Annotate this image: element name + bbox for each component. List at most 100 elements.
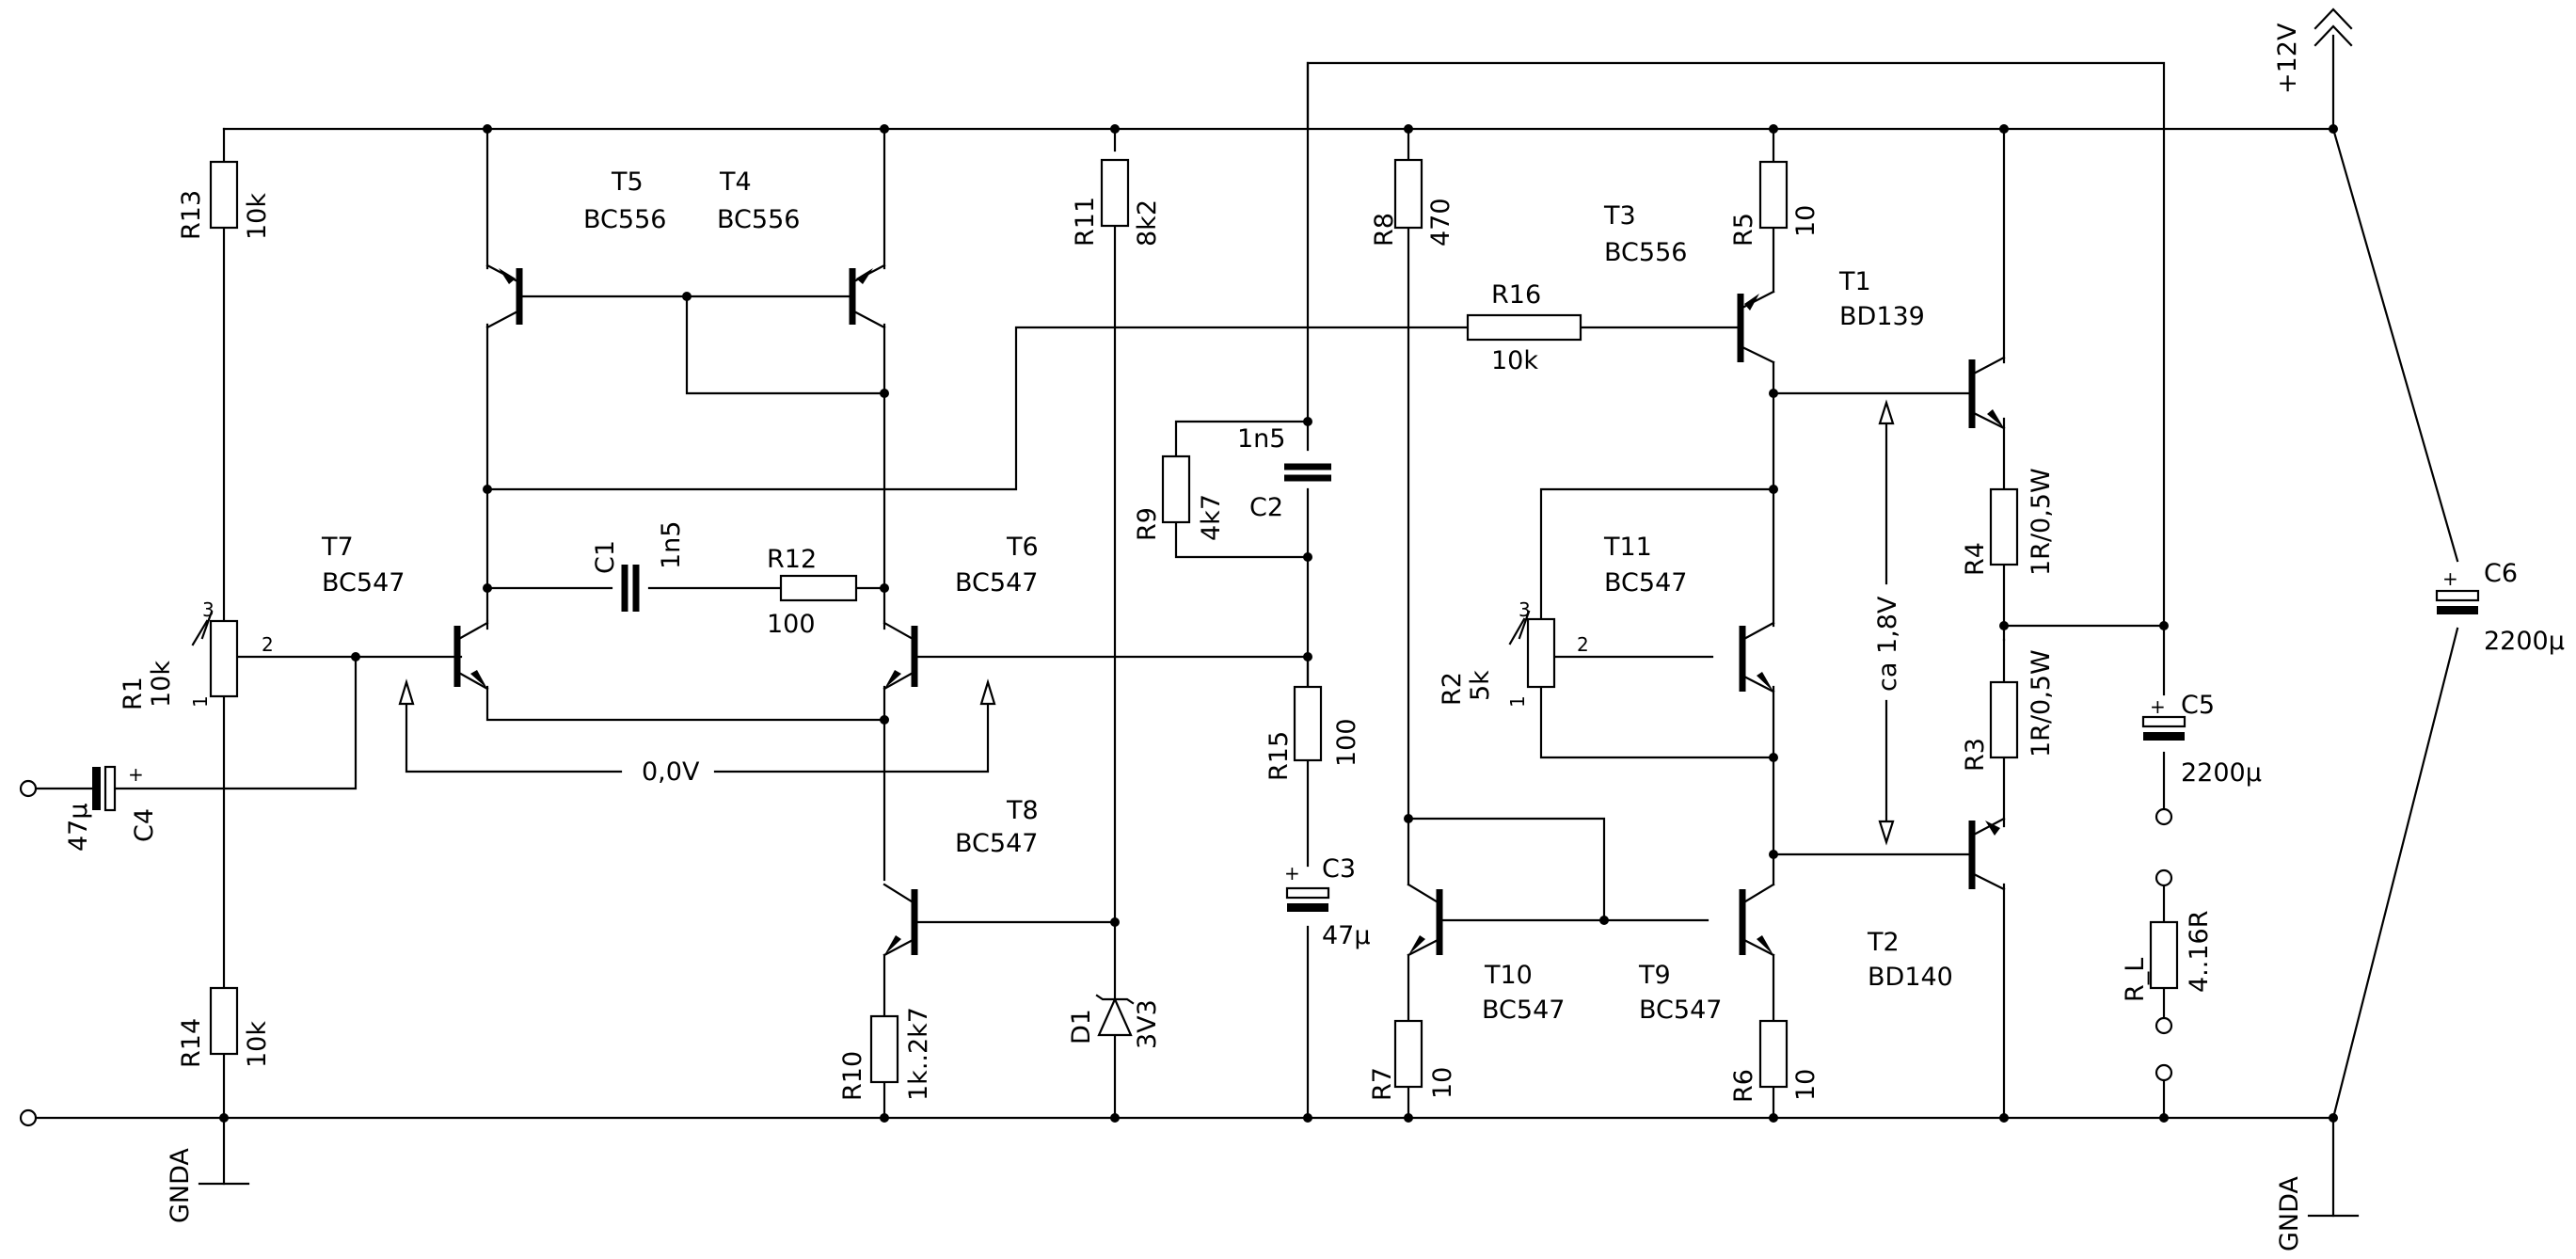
r12-ref: R12 [767, 545, 817, 574]
t10-type: BC547 [1482, 996, 1565, 1025]
r2-pin-1: 1 [1506, 695, 1529, 708]
c5-plus: + [2150, 695, 2166, 718]
ground-rail [34, 1116, 2360, 1218]
t9-type: BC547 [1639, 996, 1722, 1025]
r10-value: 1k..2k7 [904, 1007, 933, 1101]
r11-ref: R11 [1071, 197, 1100, 247]
r6-value: 10 [1791, 1069, 1821, 1101]
t8-ref: T8 [1006, 796, 1039, 825]
t2-ref: T2 [1867, 928, 1900, 957]
resistor-R9 [1161, 454, 1191, 524]
gnd-left-label: GNDA [166, 1148, 195, 1223]
t11-type: BC547 [1604, 568, 1687, 598]
transistor-T2 [1968, 817, 2006, 891]
r1-value: 10k [147, 661, 176, 708]
r1-pin-3: 3 [202, 598, 215, 621]
t9-ref: T9 [1638, 961, 1671, 990]
t6-type: BC547 [955, 568, 1038, 598]
c6-wiring [2331, 127, 2459, 1120]
r2-value: 5k [1466, 670, 1495, 701]
transistor-T4 [849, 263, 886, 329]
t5-ref: T5 [611, 167, 644, 197]
resistor-R8 [1393, 158, 1423, 230]
c2-ref: C2 [1249, 493, 1283, 522]
bias-annotation-arrow [1878, 399, 1895, 846]
r13-value: 10k [243, 193, 272, 240]
r4-value: 1R/0,5W [2027, 468, 2056, 576]
t6-ref: T6 [1006, 533, 1039, 562]
r5-value: 10 [1791, 205, 1821, 237]
r1-pin-2: 2 [262, 633, 274, 656]
r1-pin-1: 1 [189, 695, 212, 708]
feedback-wiring [1174, 61, 1310, 1120]
resistor-R3 [1989, 680, 2019, 759]
t4-ref: T4 [719, 167, 752, 197]
rl-ref: R_L [2121, 958, 2150, 1002]
transistor-T11 [1739, 621, 1775, 693]
t3-ref: T3 [1603, 201, 1636, 231]
r6-ref: R6 [1729, 1069, 1758, 1103]
c3-value: 47µ [1322, 921, 1371, 950]
d1-value: 3V3 [1133, 999, 1162, 1049]
t1-ref: T1 [1838, 267, 1871, 296]
resistor-R12 [779, 574, 858, 602]
c4-value: 47µ [64, 803, 93, 852]
c5-ref: C5 [2181, 691, 2215, 720]
r8-value: 470 [1426, 198, 1455, 247]
resistor-R6 [1758, 1019, 1789, 1089]
transistor-T10 [1407, 883, 1443, 957]
r15-value: 100 [1332, 718, 1361, 767]
transistor-T9 [1739, 883, 1775, 957]
resistor-R5 [1758, 160, 1789, 230]
resistor-R10 [869, 1014, 899, 1084]
resistor-R14 [209, 986, 239, 1056]
r8-ref: R8 [1370, 213, 1399, 247]
input-offset-label: 0,0V [642, 757, 700, 787]
potentiometer-R1 [191, 610, 239, 698]
transistor-T3 [1737, 290, 1775, 364]
t7-type: BC547 [322, 568, 405, 598]
r3-ref: R3 [1961, 738, 1990, 772]
t3-type: BC556 [1604, 238, 1687, 267]
r3-value: 1R/0,5W [2027, 649, 2056, 757]
capacitor-C4 [92, 765, 117, 812]
r9-ref: R9 [1133, 507, 1162, 541]
r2-pin-3: 3 [1519, 598, 1531, 621]
transistor-T7 [453, 621, 489, 691]
r2-pin-2: 2 [1577, 633, 1589, 656]
input-wiring [34, 127, 463, 1120]
c6-plus: + [2442, 567, 2458, 590]
capacitor-C5 [2141, 715, 2186, 741]
r4-ref: R4 [1961, 542, 1990, 576]
rl-value: 4..16R [2185, 911, 2214, 993]
c4-ref: C4 [130, 808, 159, 842]
output-wiring [2002, 127, 2166, 1120]
t2-type: BD140 [1868, 963, 1953, 992]
zener-D1 [1095, 994, 1135, 1037]
r9-value: 4k7 [1197, 494, 1226, 541]
t10-ref: T10 [1484, 961, 1533, 990]
r16-ref: R16 [1491, 280, 1541, 310]
t7-ref: T7 [321, 533, 354, 562]
r14-ref: R14 [177, 1018, 206, 1068]
resistor-R16 [1466, 313, 1582, 342]
r11-value: 8k2 [1133, 199, 1162, 247]
t4-t5-wiring [485, 127, 1742, 623]
t8-wiring [883, 127, 1117, 1120]
c6-value: 2200µ [2484, 627, 2565, 656]
c2-value: 1n5 [1237, 424, 1285, 454]
junction-dots [219, 124, 2338, 1123]
capacitor-C2 [1284, 463, 1331, 482]
capacitor-C3 [1285, 886, 1330, 912]
bias-voltage-label: ca 1,8V [1873, 596, 1902, 692]
r1-ref: R1 [119, 677, 148, 710]
r12-value: 100 [767, 610, 816, 639]
resistor-R15 [1293, 685, 1323, 762]
c1-value: 1n5 [657, 521, 686, 569]
c5-value: 2200µ [2181, 758, 2262, 788]
diff-pair-wiring [485, 586, 1310, 882]
r5-ref: R5 [1729, 213, 1758, 247]
t4-type: BC556 [717, 205, 800, 234]
capacitor-C6 [2435, 589, 2480, 614]
